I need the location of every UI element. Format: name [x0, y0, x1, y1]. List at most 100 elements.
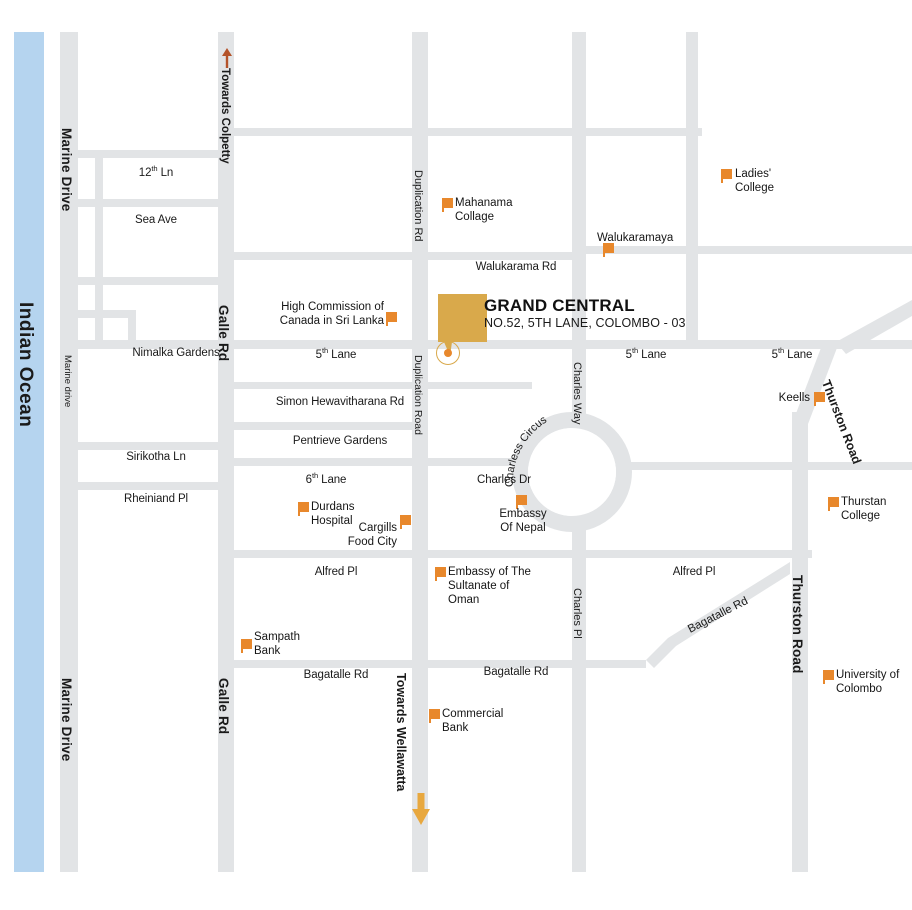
- flag-pole-icon: [814, 402, 816, 406]
- street-label-simon-hewavitharana-rd: Simon Hewavitharana Rd: [275, 396, 405, 408]
- flag-pole-icon: [298, 512, 300, 516]
- grand-central-building-shape: [438, 294, 487, 356]
- road-6th-lane-top: [226, 458, 422, 466]
- road-label-duplication-rd-top: Duplication Rd: [412, 170, 424, 242]
- road-charles-dr: [428, 458, 578, 466]
- road-left-connector: [95, 150, 103, 313]
- road-bagatalle-rd: [226, 660, 574, 668]
- street-label-5th-lane-right: 5th Lane: [771, 346, 813, 361]
- poi-marker-sampath-bank[interactable]: [241, 639, 252, 653]
- road-12th-ln-bot: [78, 199, 226, 207]
- flag-icon: [386, 312, 397, 322]
- street-label-charles-dr: Charles Dr: [477, 474, 531, 486]
- poi-marker-embassy-sultanate-oman[interactable]: [435, 567, 446, 581]
- poi-label-walukaramaya: Walukaramaya: [597, 232, 674, 244]
- flag-pole-icon: [603, 253, 605, 257]
- flag-icon: [721, 169, 732, 179]
- flag-pole-icon: [721, 179, 723, 183]
- road-label-marine-drive-top: Marine Drive: [59, 128, 74, 212]
- poi-marker-thurstan-college[interactable]: [828, 497, 839, 511]
- flag-pole-icon: [241, 649, 243, 653]
- poi-marker-walukaramaya[interactable]: [603, 243, 614, 257]
- poi-label-ladies-college: Ladies'College: [735, 168, 774, 194]
- road-label-charles-way: Charles Way: [571, 362, 583, 425]
- road-label-marine-drive-bottom: Marine Drive: [59, 678, 74, 762]
- flag-pole-icon: [828, 507, 830, 511]
- flag-icon: [823, 670, 834, 680]
- grand-central-address: NO.52, 5TH LANE, COLOMBO - 03: [484, 316, 686, 330]
- flag-pole-icon: [429, 719, 431, 723]
- poi-marker-embassy-of-nepal[interactable]: [516, 495, 527, 509]
- road-sirikotha-bot: [78, 482, 226, 490]
- road-walukarama-rd: [226, 252, 572, 260]
- towards-colpetty-arrow-icon: [222, 48, 232, 68]
- road-simon-hewavitharana: [226, 382, 532, 389]
- street-label-sea-ave: Sea Ave: [135, 214, 177, 226]
- street-label-12th-ln: 12th Ln: [138, 164, 174, 179]
- flag-icon: [603, 243, 614, 253]
- indian-ocean-water: [14, 32, 44, 872]
- road-charles-way: [572, 32, 586, 252]
- road-bagatalle-rd-east: [586, 660, 646, 668]
- grand-central-location-pin[interactable]: [436, 341, 460, 365]
- road-right-edge: [686, 32, 698, 254]
- street-label-rheiniand-pl: Rheiniand Pl: [123, 493, 188, 505]
- flag-pole-icon: [400, 525, 402, 529]
- poi-marker-commercial-bank[interactable]: [429, 709, 440, 723]
- street-label-alfred-pl-left: Alfred Pl: [314, 566, 358, 578]
- road-5th-lane: [78, 340, 912, 349]
- roads-layer: [60, 32, 912, 872]
- flag-icon: [241, 639, 252, 649]
- road-duplication-rd: [412, 32, 428, 872]
- indian-ocean-label: Indian Ocean: [15, 302, 36, 428]
- road-label-galle-rd-bottom: Galle Rd: [216, 678, 231, 735]
- road-walukarama-rd-east: [586, 246, 912, 254]
- poi-marker-cargills-food-city[interactable]: [400, 515, 411, 529]
- poi-marker-durdans-hospital[interactable]: [298, 502, 309, 516]
- flag-icon: [814, 392, 825, 402]
- flag-icon: [400, 515, 411, 525]
- road-charles-pl: [572, 482, 586, 872]
- flag-icon: [442, 198, 453, 208]
- poi-marker-university-of-colombo[interactable]: [823, 670, 834, 684]
- flag-icon: [516, 495, 527, 505]
- street-label-walukarama-rd: Walukarama Rd: [475, 261, 557, 273]
- poi-marker-high-commission-canada[interactable]: [386, 312, 397, 326]
- road-thurston-road-diagonal: [792, 340, 840, 424]
- street-label-bagatalle-rd-left: Bagatalle Rd: [303, 669, 369, 681]
- road-alfred-pl-right: [586, 550, 812, 558]
- flag-icon: [435, 567, 446, 577]
- street-label-pentrieve-gardens: Pentrieve Gardens: [292, 435, 388, 447]
- road-label-marine-drive-mid: Marine drive: [62, 355, 73, 408]
- road-top-cross-1: [226, 128, 702, 136]
- flag-pole-icon: [823, 680, 825, 684]
- road-left-connector-2: [95, 313, 103, 343]
- road-sirikotha-top: [78, 442, 226, 450]
- road-label-thurston-road-vertical: Thurston Road: [790, 575, 805, 674]
- poi-marker-keells[interactable]: [814, 392, 825, 406]
- road-bagatalle-diagonal: [646, 562, 790, 668]
- roundabout-charless-circus: [512, 412, 632, 532]
- flag-icon: [298, 502, 309, 512]
- poi-marker-ladies-college[interactable]: [721, 169, 732, 183]
- poi-marker-mahanama-collage[interactable]: [442, 198, 453, 212]
- street-label-6th-lane: 6th Lane: [305, 471, 347, 486]
- street-label-5th-lane-mid: 5th Lane: [625, 346, 667, 361]
- towards-wellawatta-label: Towards Wellawatta: [394, 673, 408, 792]
- road-12th-ln-top: [78, 150, 226, 158]
- street-label-alfred-pl-right: Alfred Pl: [672, 566, 716, 578]
- grand-central-title: GRAND CENTRAL: [484, 296, 635, 315]
- flag-pole-icon: [516, 505, 518, 509]
- road-sea-ave-bot: [78, 277, 226, 285]
- road-marine-drive: [60, 32, 78, 872]
- flag-icon: [429, 709, 440, 719]
